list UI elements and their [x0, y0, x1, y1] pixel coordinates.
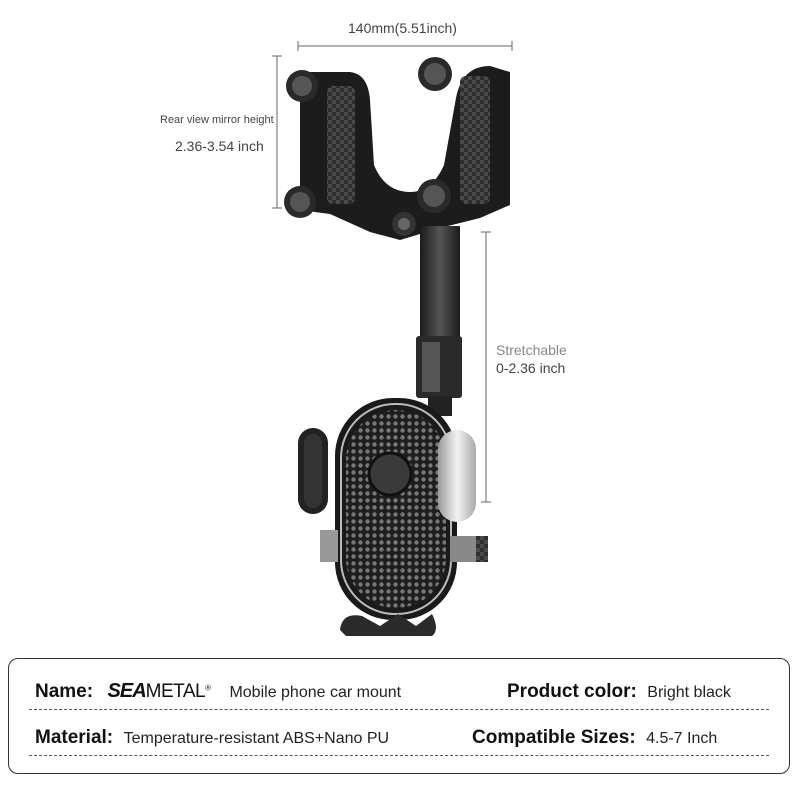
- dimension-lines: [272, 41, 513, 503]
- spec-row-material: Material: Temperature-resistant ABS+Nano…: [29, 715, 769, 756]
- phone-mount-illustration: [272, 41, 513, 636]
- stretch-value: 0-2.36 inch: [496, 360, 566, 376]
- phone-cradle: [298, 398, 488, 636]
- mirror-clamp: [284, 57, 510, 240]
- color-cell: Product color: Bright black: [507, 681, 731, 703]
- name-key: Name:: [35, 681, 94, 702]
- brand-logo: SEAMETAL®: [107, 680, 211, 702]
- stretch-label: Stretchable: [496, 342, 567, 358]
- name-cell: Name: SEAMETAL® Mobile phone car mount: [35, 680, 401, 703]
- spec-row-name: Name: SEAMETAL® Mobile phone car mount P…: [29, 669, 769, 710]
- material-cell: Material: Temperature-resistant ABS+Nano…: [35, 727, 389, 749]
- mirror-height-value: 2.36-3.54 inch: [175, 138, 264, 154]
- color-key: Product color:: [507, 681, 637, 702]
- sizes-value: 4.5-7 Inch: [646, 730, 718, 747]
- product-photo: 140mm(5.51inch) Rear view mirror height …: [160, 20, 567, 636]
- name-value: Mobile phone car mount: [229, 684, 402, 701]
- telescopic-arm: [416, 226, 462, 416]
- width-dimension-label: 140mm(5.51inch): [348, 20, 457, 36]
- sizes-key: Compatible Sizes:: [472, 727, 636, 748]
- sizes-cell: Compatible Sizes: 4.5-7 Inch: [472, 727, 717, 749]
- material-value: Temperature-resistant ABS+Nano PU: [123, 730, 390, 747]
- mirror-height-label: Rear view mirror height: [160, 114, 274, 126]
- spec-table: Name: SEAMETAL® Mobile phone car mount P…: [8, 658, 790, 774]
- color-value: Bright black: [647, 684, 731, 701]
- material-key: Material:: [35, 727, 114, 748]
